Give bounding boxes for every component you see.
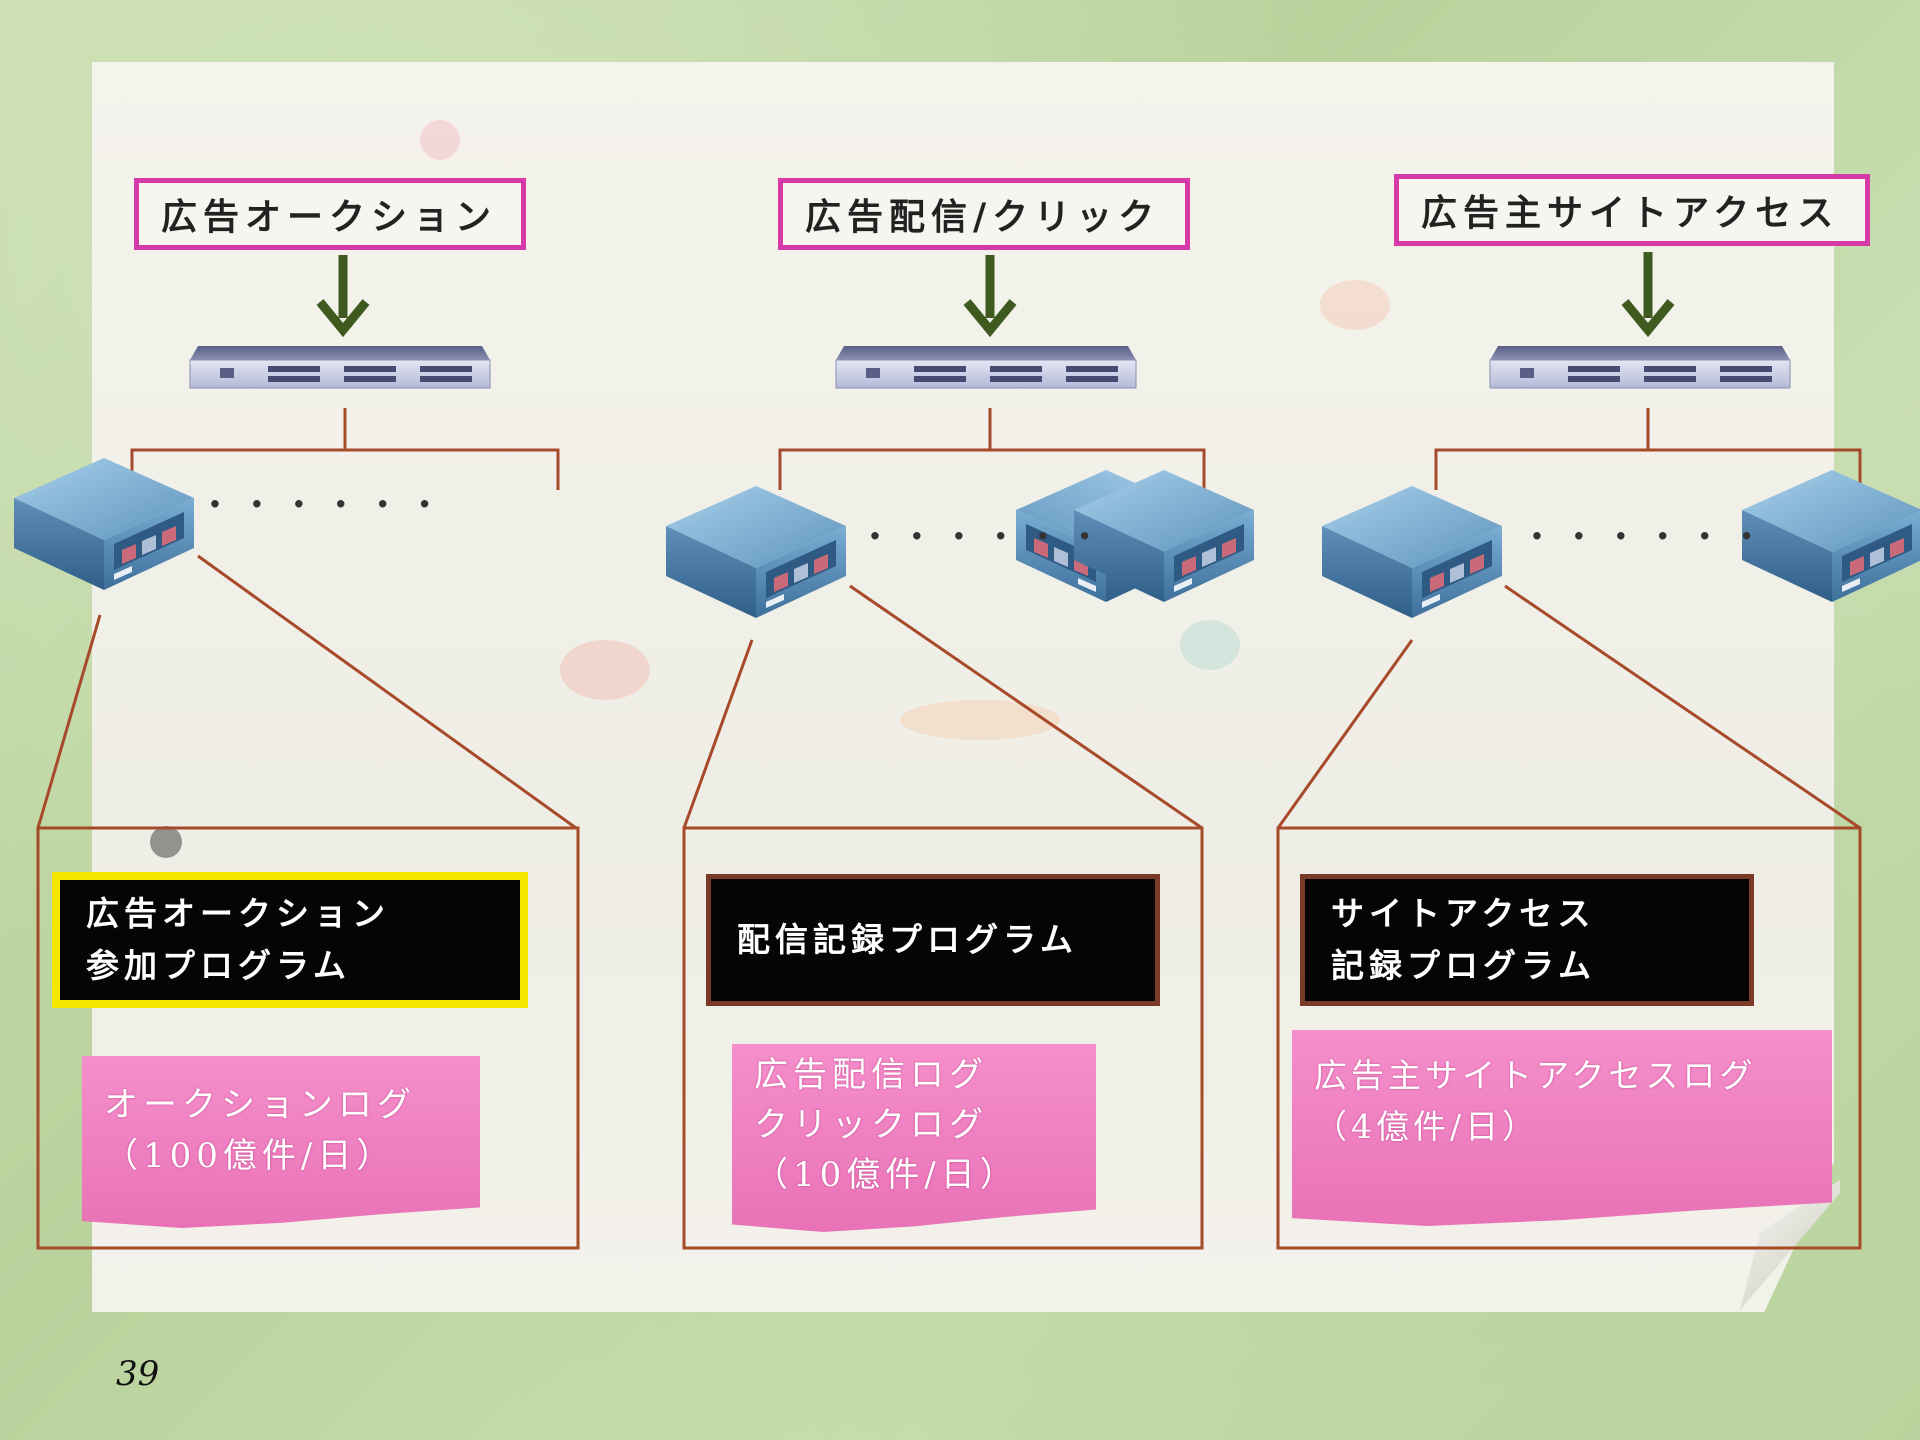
network-switch-icon [1490,346,1790,388]
zoom-line [38,615,100,828]
program-line: 記録プログラム [1331,940,1723,992]
connector-line [1436,450,1860,490]
ellipsis-dots: ...... [1530,502,1782,549]
ellipsis-dots: ...... [868,502,1120,549]
log-box-delivery: 広告配信ログ クリックログ （10億件/日） [732,1044,1096,1232]
ellipsis-dots: ...... [208,470,460,517]
log-box-site-access: 広告主サイトアクセスログ （4億件/日） [1292,1030,1832,1226]
zoom-line [850,586,1202,828]
zoom-line [1505,586,1860,828]
log-line: （10億件/日） [754,1150,1074,1200]
log-line: オークションログ [104,1080,458,1131]
network-switch-icon [836,346,1136,388]
program-box-auction: 広告オークション 参加プログラム [52,872,528,1008]
stage-title-text: 広告配信/クリック [805,188,1160,240]
program-box-delivery: 配信記録プログラム [706,874,1160,1006]
program-line: サイトアクセス [1331,888,1723,940]
page-number: 39 [116,1354,159,1394]
log-line: （4億件/日） [1314,1101,1810,1152]
stage-title-auction: 広告オークション [134,178,526,250]
network-switch-icon [190,346,490,388]
program-line: 広告オークション [86,888,494,940]
log-line: クリックログ [754,1100,1074,1150]
zoom-line [1278,640,1412,828]
program-box-site-access: サイトアクセス 記録プログラム [1300,874,1754,1006]
stage-title-site-access: 広告主サイトアクセス [1394,174,1870,246]
server-icon [14,458,194,590]
stage-title-delivery: 広告配信/クリック [778,178,1190,250]
program-line: 参加プログラム [86,940,494,992]
zoom-line [198,556,576,828]
program-line: 配信記録プログラム [737,914,1129,966]
server-icon [1322,486,1502,618]
log-line: 広告配信ログ [754,1050,1074,1100]
log-box-auction: オークションログ （100億件/日） [82,1056,480,1228]
log-line: 広告主サイトアクセスログ [1314,1050,1810,1101]
stage-title-text: 広告オークション [161,188,497,240]
log-line: （100億件/日） [104,1131,458,1182]
zoom-line [684,640,752,828]
server-icon [666,486,846,618]
stage-title-text: 広告主サイトアクセス [1421,184,1839,236]
